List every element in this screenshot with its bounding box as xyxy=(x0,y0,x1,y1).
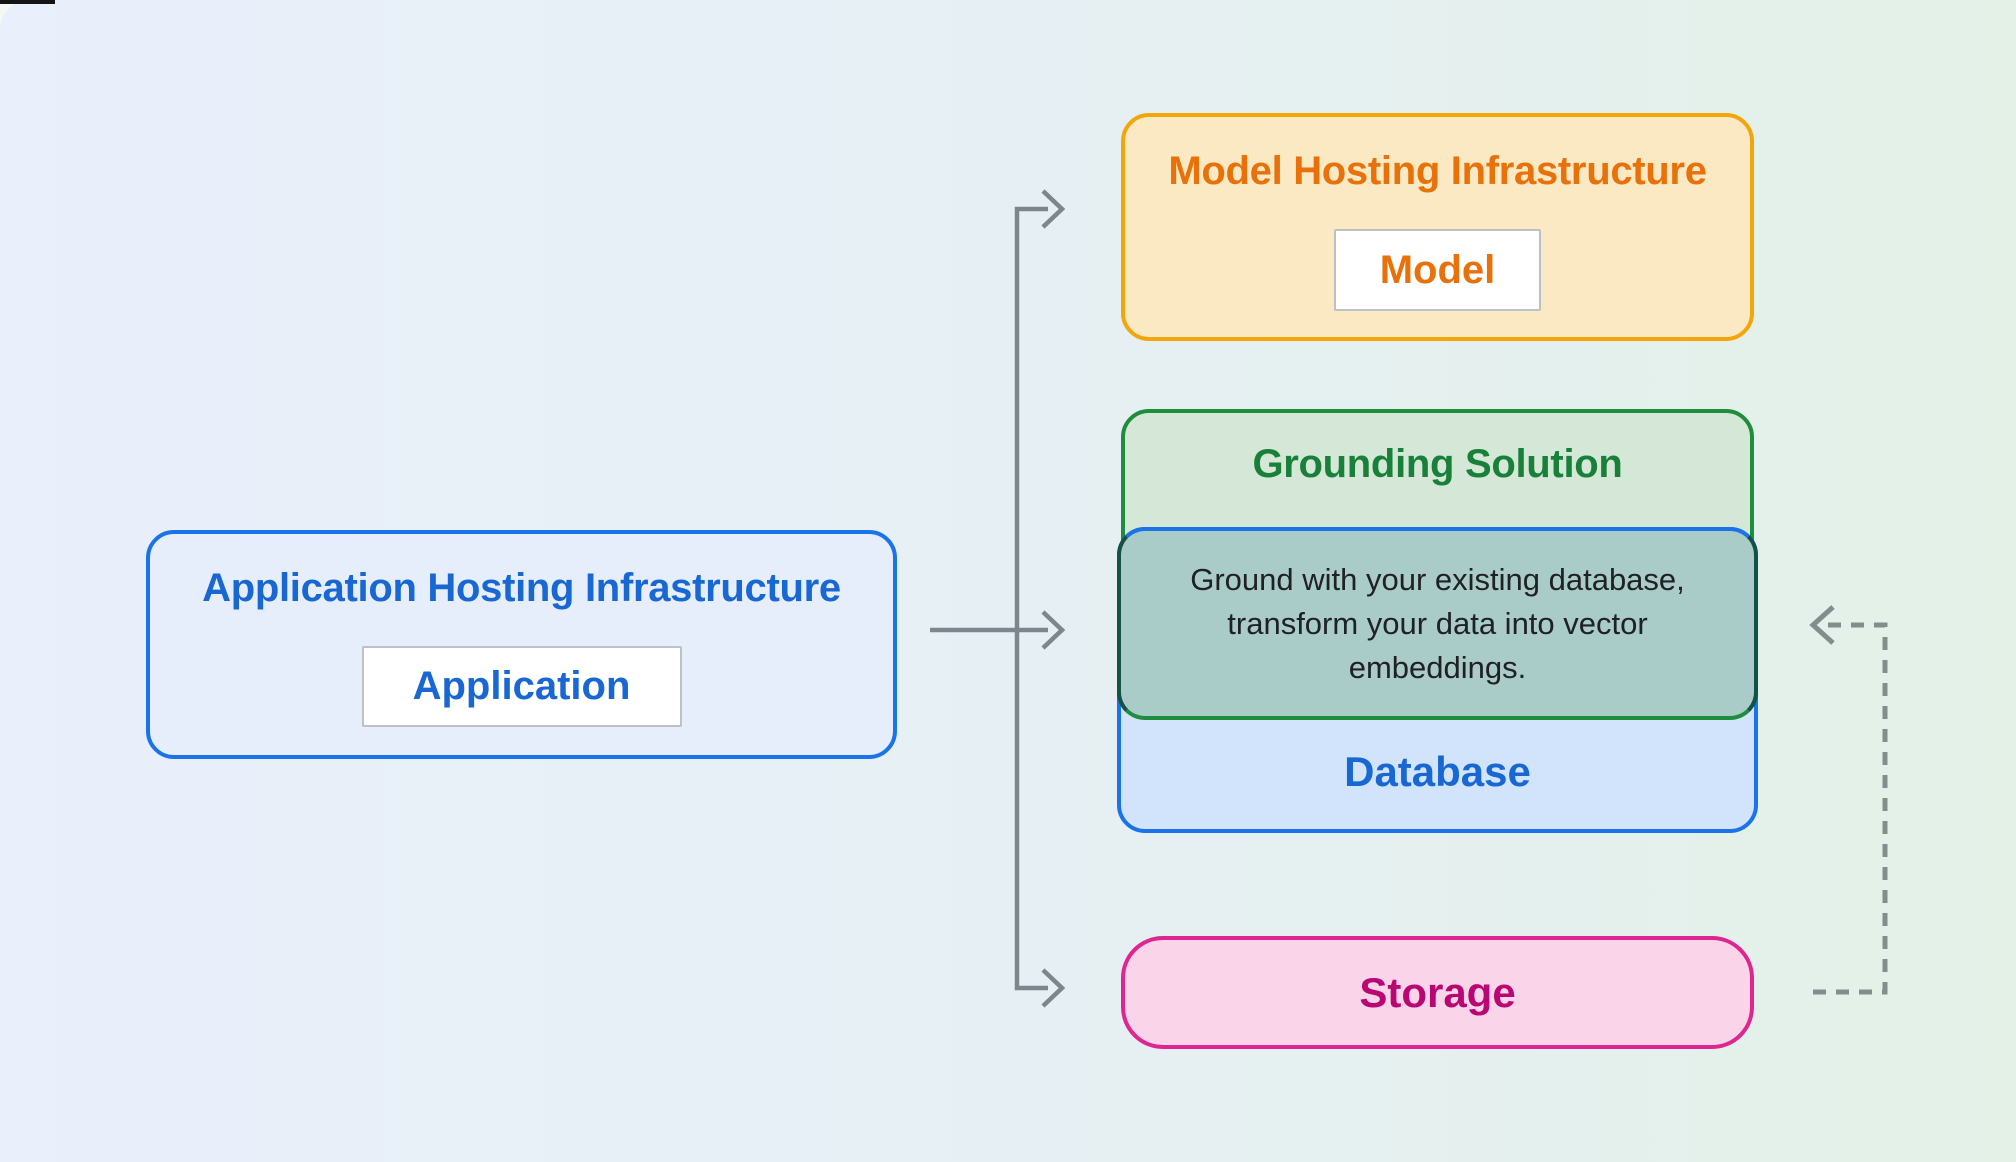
grounding-solution-title: Grounding Solution xyxy=(1252,442,1623,486)
application-hosting-title: Application Hosting Infrastructure xyxy=(202,566,841,610)
arrowhead-to-database-icon xyxy=(1809,605,1835,645)
grounding-description-text: Ground with your existing database, tran… xyxy=(1190,558,1685,690)
screenshot-corner-artifact xyxy=(0,0,55,4)
grounding-description-line-3: embeddings. xyxy=(1348,649,1527,685)
database-label: Database xyxy=(1344,748,1531,795)
storage-box: Storage xyxy=(1121,936,1754,1049)
model-hosting-title: Model Hosting Infrastructure xyxy=(1168,149,1707,193)
storage-label: Storage xyxy=(1359,968,1516,1016)
arrowhead-to-grounding-icon xyxy=(1041,610,1066,650)
model-chip: Model xyxy=(1334,229,1541,311)
grounding-description-panel: Ground with your existing database, tran… xyxy=(1117,527,1758,720)
arrowhead-to-storage-icon xyxy=(1041,968,1066,1008)
solid-arrow-connectors xyxy=(930,189,1066,1008)
arrowhead-to-model-icon xyxy=(1041,189,1066,229)
dashed-feedback-arrow xyxy=(1809,605,1888,995)
model-hosting-box: Model Hosting Infrastructure Model xyxy=(1121,113,1754,341)
grounding-description-line-1: Ground with your existing database, xyxy=(1190,561,1685,597)
model-chip-label: Model xyxy=(1379,247,1496,292)
application-chip: Application xyxy=(361,646,682,727)
application-chip-label: Application xyxy=(412,664,631,708)
grounding-description-line-2: transform your data into vector xyxy=(1227,605,1648,641)
application-hosting-box: Application Hosting Infrastructure Appli… xyxy=(146,530,897,759)
